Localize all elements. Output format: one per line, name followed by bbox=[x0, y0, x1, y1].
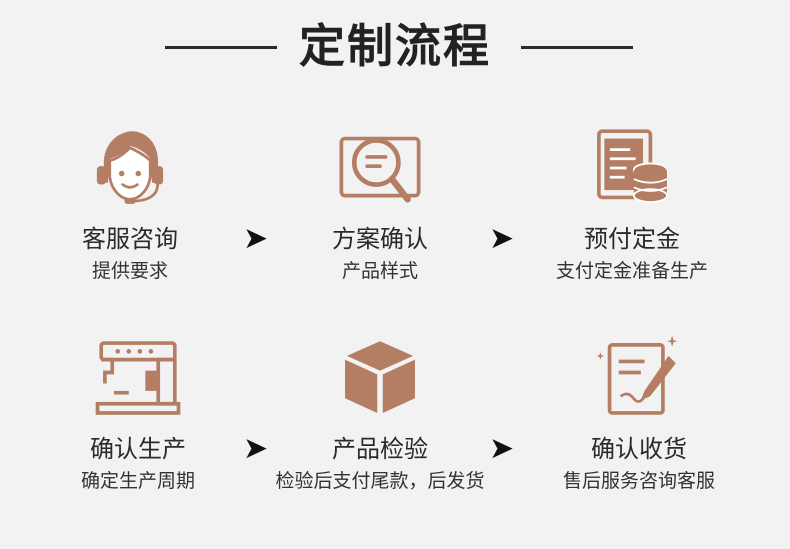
sewing-machine-icon bbox=[95, 341, 181, 415]
step-inspection: 产品检验 检验后支付尾款，后发货 bbox=[275, 332, 485, 494]
search-document-icon bbox=[339, 136, 421, 203]
step-title: 预付定金 bbox=[584, 225, 680, 253]
document-coins-icon bbox=[597, 129, 668, 203]
step-subtitle: 支付定金准备生产 bbox=[555, 260, 708, 282]
step-subtitle: 检验后支付尾款，后发货 bbox=[275, 470, 485, 492]
step-consultation: 客服咨询 提供要求 bbox=[25, 122, 235, 284]
step-production-confirm: 确认生产 确定生产周期 bbox=[33, 332, 243, 494]
step-subtitle: 确定生产周期 bbox=[80, 470, 195, 492]
step-deposit: 预付定金 支付定金准备生产 bbox=[527, 122, 737, 284]
sign-document-icon bbox=[596, 335, 678, 415]
step-title: 确认生产 bbox=[90, 435, 186, 463]
page-title: 定制流程 bbox=[299, 19, 491, 73]
package-box-icon bbox=[345, 341, 415, 413]
arrow-icon: ➤ bbox=[243, 221, 269, 256]
arrow-icon: ➤ bbox=[489, 221, 515, 256]
step-subtitle: 售后服务咨询客服 bbox=[562, 470, 715, 492]
step-plan-confirm: 方案确认 产品样式 bbox=[275, 122, 485, 284]
step-receipt: 确认收货 售后服务咨询客服 bbox=[534, 332, 744, 494]
arrow-icon: ➤ bbox=[489, 431, 515, 466]
step-subtitle: 提供要求 bbox=[91, 260, 168, 282]
customer-service-icon bbox=[96, 131, 164, 204]
title-divider-left bbox=[165, 46, 277, 49]
step-title: 确认收货 bbox=[591, 435, 687, 463]
step-subtitle: 产品样式 bbox=[341, 260, 418, 282]
title-divider-right bbox=[521, 46, 633, 49]
step-title: 产品检验 bbox=[332, 435, 428, 463]
step-title: 方案确认 bbox=[332, 225, 428, 253]
arrow-icon: ➤ bbox=[243, 431, 269, 466]
step-title: 客服咨询 bbox=[82, 225, 178, 253]
header: 定制流程 bbox=[0, 14, 790, 80]
